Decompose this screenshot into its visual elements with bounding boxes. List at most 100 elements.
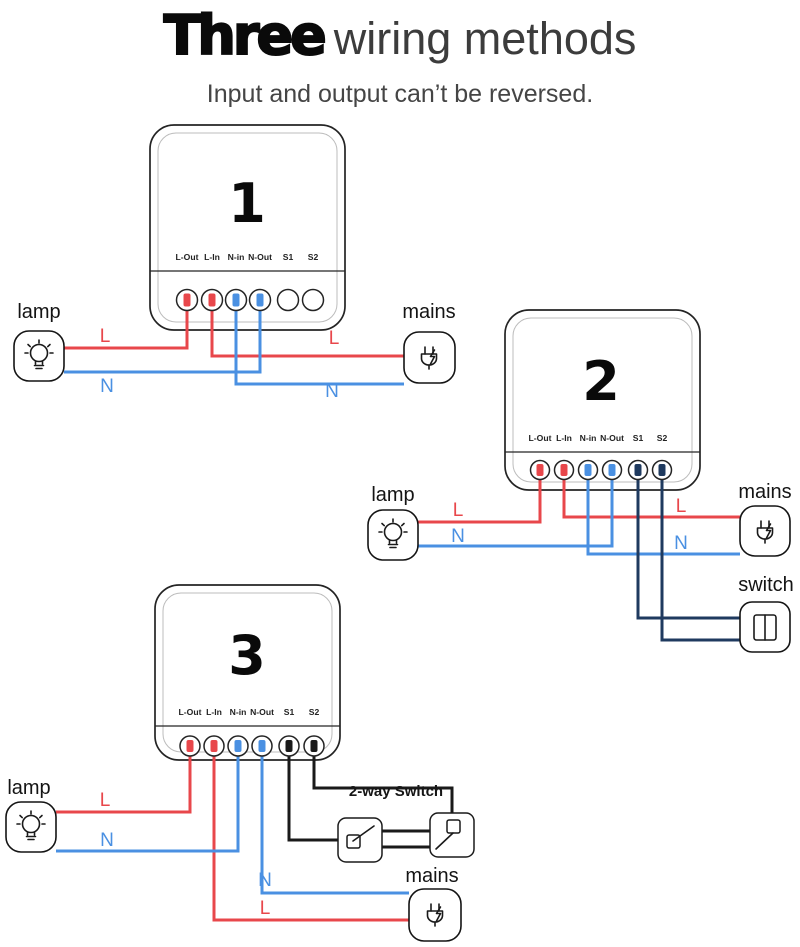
terminal-label: N-in (230, 707, 247, 717)
wire-s1-switch (636, 470, 740, 620)
wire-end (256, 293, 264, 307)
two-way-switch-2-lever-icon (435, 832, 454, 850)
wire-live-lamp (418, 470, 542, 524)
lamp-label: lamp (371, 484, 414, 506)
wire-end (658, 464, 666, 476)
wire-neutral-mains (234, 300, 404, 386)
wire-end (310, 740, 318, 752)
mains-label: mains (738, 481, 791, 503)
terminal-label: L-In (204, 252, 220, 262)
mains-box (408, 888, 462, 942)
mains-label: mains (405, 865, 458, 887)
wire-s2-switch (660, 470, 740, 642)
module-number: 1 (228, 172, 266, 235)
wire-live-mains (212, 746, 409, 922)
wire-end (608, 464, 616, 476)
wire-label-neutral: N (258, 870, 272, 891)
wire-live-lamp (64, 300, 189, 350)
module-inner-case (157, 132, 338, 323)
terminal-screw (276, 288, 300, 312)
two-way-switch-1-lever-icon (352, 825, 375, 842)
wire-neutral-mains (260, 746, 409, 895)
mains-label: mains (402, 301, 455, 323)
wire-label-live: L (329, 328, 340, 349)
switch-label: switch (738, 574, 794, 596)
two-way-switch-label: 2-way Switch (349, 783, 443, 800)
title-word-rest: wiring methods (333, 13, 637, 64)
module-inner-case (512, 317, 693, 483)
terminal-label: S2 (657, 433, 668, 443)
lamp-label: lamp (7, 777, 50, 799)
module-body (149, 124, 346, 331)
two-way-switch-group: 2-way Switch (337, 783, 475, 863)
wire-end (210, 740, 218, 752)
wire-end (258, 740, 266, 752)
wire-label-live: L (100, 790, 111, 811)
wire-label-neutral: N (100, 830, 114, 851)
wire-end (584, 464, 592, 476)
wire-s2-switch (312, 746, 454, 813)
module-body (504, 309, 701, 491)
wire-neutral-lamp (56, 746, 240, 853)
wire-label-live: L (453, 500, 464, 521)
terminal-label: N-in (580, 433, 597, 443)
terminal-label: S1 (283, 252, 294, 262)
wire-label-neutral: N (325, 381, 339, 402)
wire-end (183, 293, 191, 307)
wire-end (634, 464, 642, 476)
lamp-box (367, 509, 419, 561)
lamp-box (5, 801, 57, 853)
diagram-method-2: 2 L-Out L-In N-in N-Out S1 S2 L N L N (367, 309, 794, 653)
mains-device: mains (738, 481, 792, 557)
terminal-label: S1 (633, 433, 644, 443)
page-subtitle: Input and output can’t be reversed. (206, 80, 594, 108)
wire-label-live: L (676, 496, 687, 517)
diagram-method-3: 3 L-Out L-In N-in N-Out S1 S2 L N N (5, 584, 475, 942)
switch-device: switch (738, 574, 794, 653)
terminal-label: N-Out (250, 707, 274, 717)
module-inner-case (162, 592, 333, 753)
wire-end (285, 740, 293, 752)
terminal-label: S2 (309, 707, 320, 717)
wire-label-neutral: N (451, 526, 465, 547)
wire-label-live: L (100, 326, 111, 347)
diagram-method-1: 1 L-Out L-In N-in N-Out S1 S2 L N L N la… (13, 124, 456, 402)
terminal-label: L-In (206, 707, 222, 717)
wire-end (234, 740, 242, 752)
wire-label-neutral: N (674, 533, 688, 554)
module-number: 2 (582, 350, 620, 413)
wire-end (186, 740, 194, 752)
wire-end (208, 293, 216, 307)
mains-box (403, 331, 456, 384)
terminal-label: N-Out (600, 433, 624, 443)
two-way-switch-2-contact (446, 819, 461, 834)
mains-box (739, 505, 791, 557)
lamp-device: lamp (367, 484, 419, 561)
lamp-device: lamp (5, 777, 57, 853)
module-number: 3 (228, 624, 266, 687)
terminal-label: N-in (228, 252, 245, 262)
lamp-device: lamp (13, 301, 65, 382)
module-body (154, 584, 341, 761)
wire-label-neutral: N (100, 376, 114, 397)
mains-device: mains (405, 865, 462, 942)
wire-live-lamp (56, 746, 192, 814)
terminal-label: L-In (556, 433, 572, 443)
lamp-box (13, 330, 65, 382)
terminal-label: S1 (284, 707, 295, 717)
wire-end (536, 464, 544, 476)
wire-live-mains (210, 300, 404, 358)
terminal-label: L-Out (179, 707, 202, 717)
wire-neutral-lamp (64, 300, 262, 374)
terminal-label: L-Out (529, 433, 552, 443)
lamp-label: lamp (17, 301, 60, 323)
wire-neutral-mains (586, 470, 740, 556)
mains-device: mains (402, 301, 456, 384)
wire-end (560, 464, 568, 476)
wire-label-live: L (260, 898, 271, 919)
terminal-label: L-Out (176, 252, 199, 262)
wire-live-mains (562, 470, 740, 519)
terminal-label: S2 (308, 252, 319, 262)
